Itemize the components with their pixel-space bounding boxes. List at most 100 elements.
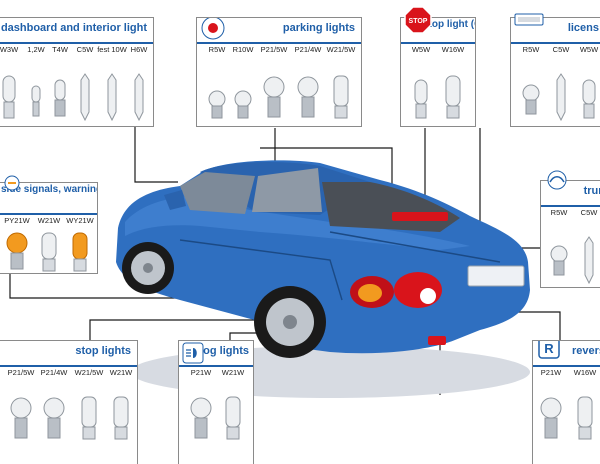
panel-header xyxy=(0,18,153,44)
rear-window xyxy=(322,182,460,232)
panel-header xyxy=(0,341,137,367)
bulb-type: P21/5W xyxy=(260,45,288,54)
wedge-bulb-icon xyxy=(445,75,461,119)
bulb-type: W21W xyxy=(37,216,61,225)
panel-header xyxy=(0,183,97,215)
bayonet-bulb-icon xyxy=(54,79,66,117)
wedge-bulb-icon xyxy=(333,75,349,119)
bulb-row xyxy=(533,393,600,464)
bulb-type: W5W xyxy=(579,45,599,54)
small-bulb-icon xyxy=(550,245,568,276)
reverse-r-icon: R xyxy=(538,341,560,359)
panel-trunk-light: trun R5W C5W xyxy=(540,180,600,288)
bulb-type: W5W xyxy=(411,45,431,54)
bulb-type-row: W5W W16W xyxy=(401,46,475,68)
fog-light-icon xyxy=(182,342,204,364)
bulb-type: C5W xyxy=(76,45,94,54)
reverse-light xyxy=(420,288,436,304)
panel-stop-light-chmsl: stop light (CHMSL) W5W W16W xyxy=(400,17,476,127)
bulb-type-row: R5W R10W P21/5W P21/4W W21/5W xyxy=(197,46,361,68)
panel-header xyxy=(533,341,600,367)
bulb-row xyxy=(0,393,137,464)
panel-fog-lights: fog lights P21W W21W xyxy=(178,340,254,464)
wedge-bulb-icon xyxy=(113,396,129,440)
rear-fog-light xyxy=(428,336,446,345)
bulb-type: W16W xyxy=(441,45,465,54)
bulb-type-row: R5W C5W xyxy=(541,209,600,231)
bulb-type: WY21W xyxy=(66,216,94,225)
panel-header xyxy=(179,341,253,367)
wedge-bulb-icon xyxy=(2,75,16,119)
bulb-type-row: P21W W16W xyxy=(533,369,600,391)
small-bulb-icon xyxy=(522,84,540,115)
bulb-type: W21W xyxy=(221,368,245,377)
bulb-row xyxy=(0,231,97,273)
bulb-type: W3W xyxy=(0,45,19,54)
bulb-type-row: P21/5W P21/4W W21/5W W21W xyxy=(0,369,137,391)
amber-wedge-bulb-icon xyxy=(72,232,88,272)
taillight-left-amber xyxy=(358,284,382,302)
panel-title: dashboard and interior light xyxy=(0,22,147,34)
panel-title: stop light (CHMSL) xyxy=(423,19,475,30)
bulb-type: 1,2W xyxy=(27,45,45,54)
bulb-type: C5W xyxy=(552,45,570,54)
bulb-type: P21/4W xyxy=(40,368,68,377)
large-bulb-icon xyxy=(190,397,212,439)
door-line xyxy=(179,239,343,301)
amber-bulb-icon xyxy=(6,232,28,270)
bulb-type: P21/5W xyxy=(7,368,35,377)
wedge-bulb-icon xyxy=(582,79,596,119)
bulb-row xyxy=(197,70,361,126)
small-bulb-icon xyxy=(208,90,226,119)
side-signal-icon xyxy=(4,175,20,191)
wedge-bulb-icon xyxy=(41,232,57,272)
bulb-type: W21W xyxy=(109,368,133,377)
mini-bulb-icon xyxy=(31,85,41,117)
wedge-bulb-icon xyxy=(81,396,97,440)
bulb-row xyxy=(179,393,253,464)
wedge-bulb-icon xyxy=(577,396,593,440)
front-windshield xyxy=(180,172,255,214)
bulb-row xyxy=(511,70,600,126)
reverse-r-text: R xyxy=(544,341,554,356)
parking-light-icon xyxy=(201,18,225,40)
bulb-row xyxy=(541,233,600,287)
bulb-type: W21/5W xyxy=(326,45,356,54)
festoon-bulb-icon xyxy=(556,73,566,122)
bulb-type-row: PY21W W21W WY21W xyxy=(0,217,97,239)
panel-title: licens xyxy=(567,22,599,34)
line-dashboard xyxy=(134,125,178,183)
panel-dashboard-interior: dashboard and interior light W3W 1,2W T4… xyxy=(0,17,154,127)
bulb-type: C5W xyxy=(580,208,598,217)
festoon-bulb-icon xyxy=(134,73,144,122)
large-bulb-icon xyxy=(540,397,562,439)
bulb-type: W21/5W xyxy=(74,368,104,377)
bulb-type: R5W xyxy=(208,45,226,54)
festoon-bulb-icon xyxy=(80,73,90,122)
festoon-bulb-icon xyxy=(584,236,594,285)
panel-title: fog lights xyxy=(199,345,250,357)
panel-title: trun xyxy=(583,185,600,197)
side-window xyxy=(252,168,322,212)
panel-license-light: licens R5W C5W W5W xyxy=(510,17,600,127)
rear-wheel-hub xyxy=(283,315,297,329)
trunk-line xyxy=(329,231,501,263)
panel-side-signals: side signals, warning lights PY21W W21W … xyxy=(0,182,98,274)
panel-title: parking lights xyxy=(282,22,355,34)
panel-header xyxy=(511,18,600,44)
bulb-type: P21/4W xyxy=(294,45,322,54)
panel-reverse-lights: revers P21W W16W R xyxy=(532,340,600,464)
license-plate xyxy=(467,265,525,287)
taillight-right xyxy=(394,272,442,308)
bulb-type-row: P21W W21W xyxy=(179,369,253,391)
wedge-bulb-icon xyxy=(414,79,428,119)
bulb-type: R10W xyxy=(232,45,254,54)
bulb-type: P21W xyxy=(540,368,562,377)
bulb-type: fest 10W xyxy=(97,45,127,54)
panel-parking-lights: parking lights R5W R10W P21/5W P21/4W W2… xyxy=(196,17,362,127)
bulb-type-row: W3W 1,2W T4W C5W fest 10W H6W xyxy=(0,46,153,68)
trunk-light-icon xyxy=(547,170,567,190)
panel-header xyxy=(197,18,361,44)
